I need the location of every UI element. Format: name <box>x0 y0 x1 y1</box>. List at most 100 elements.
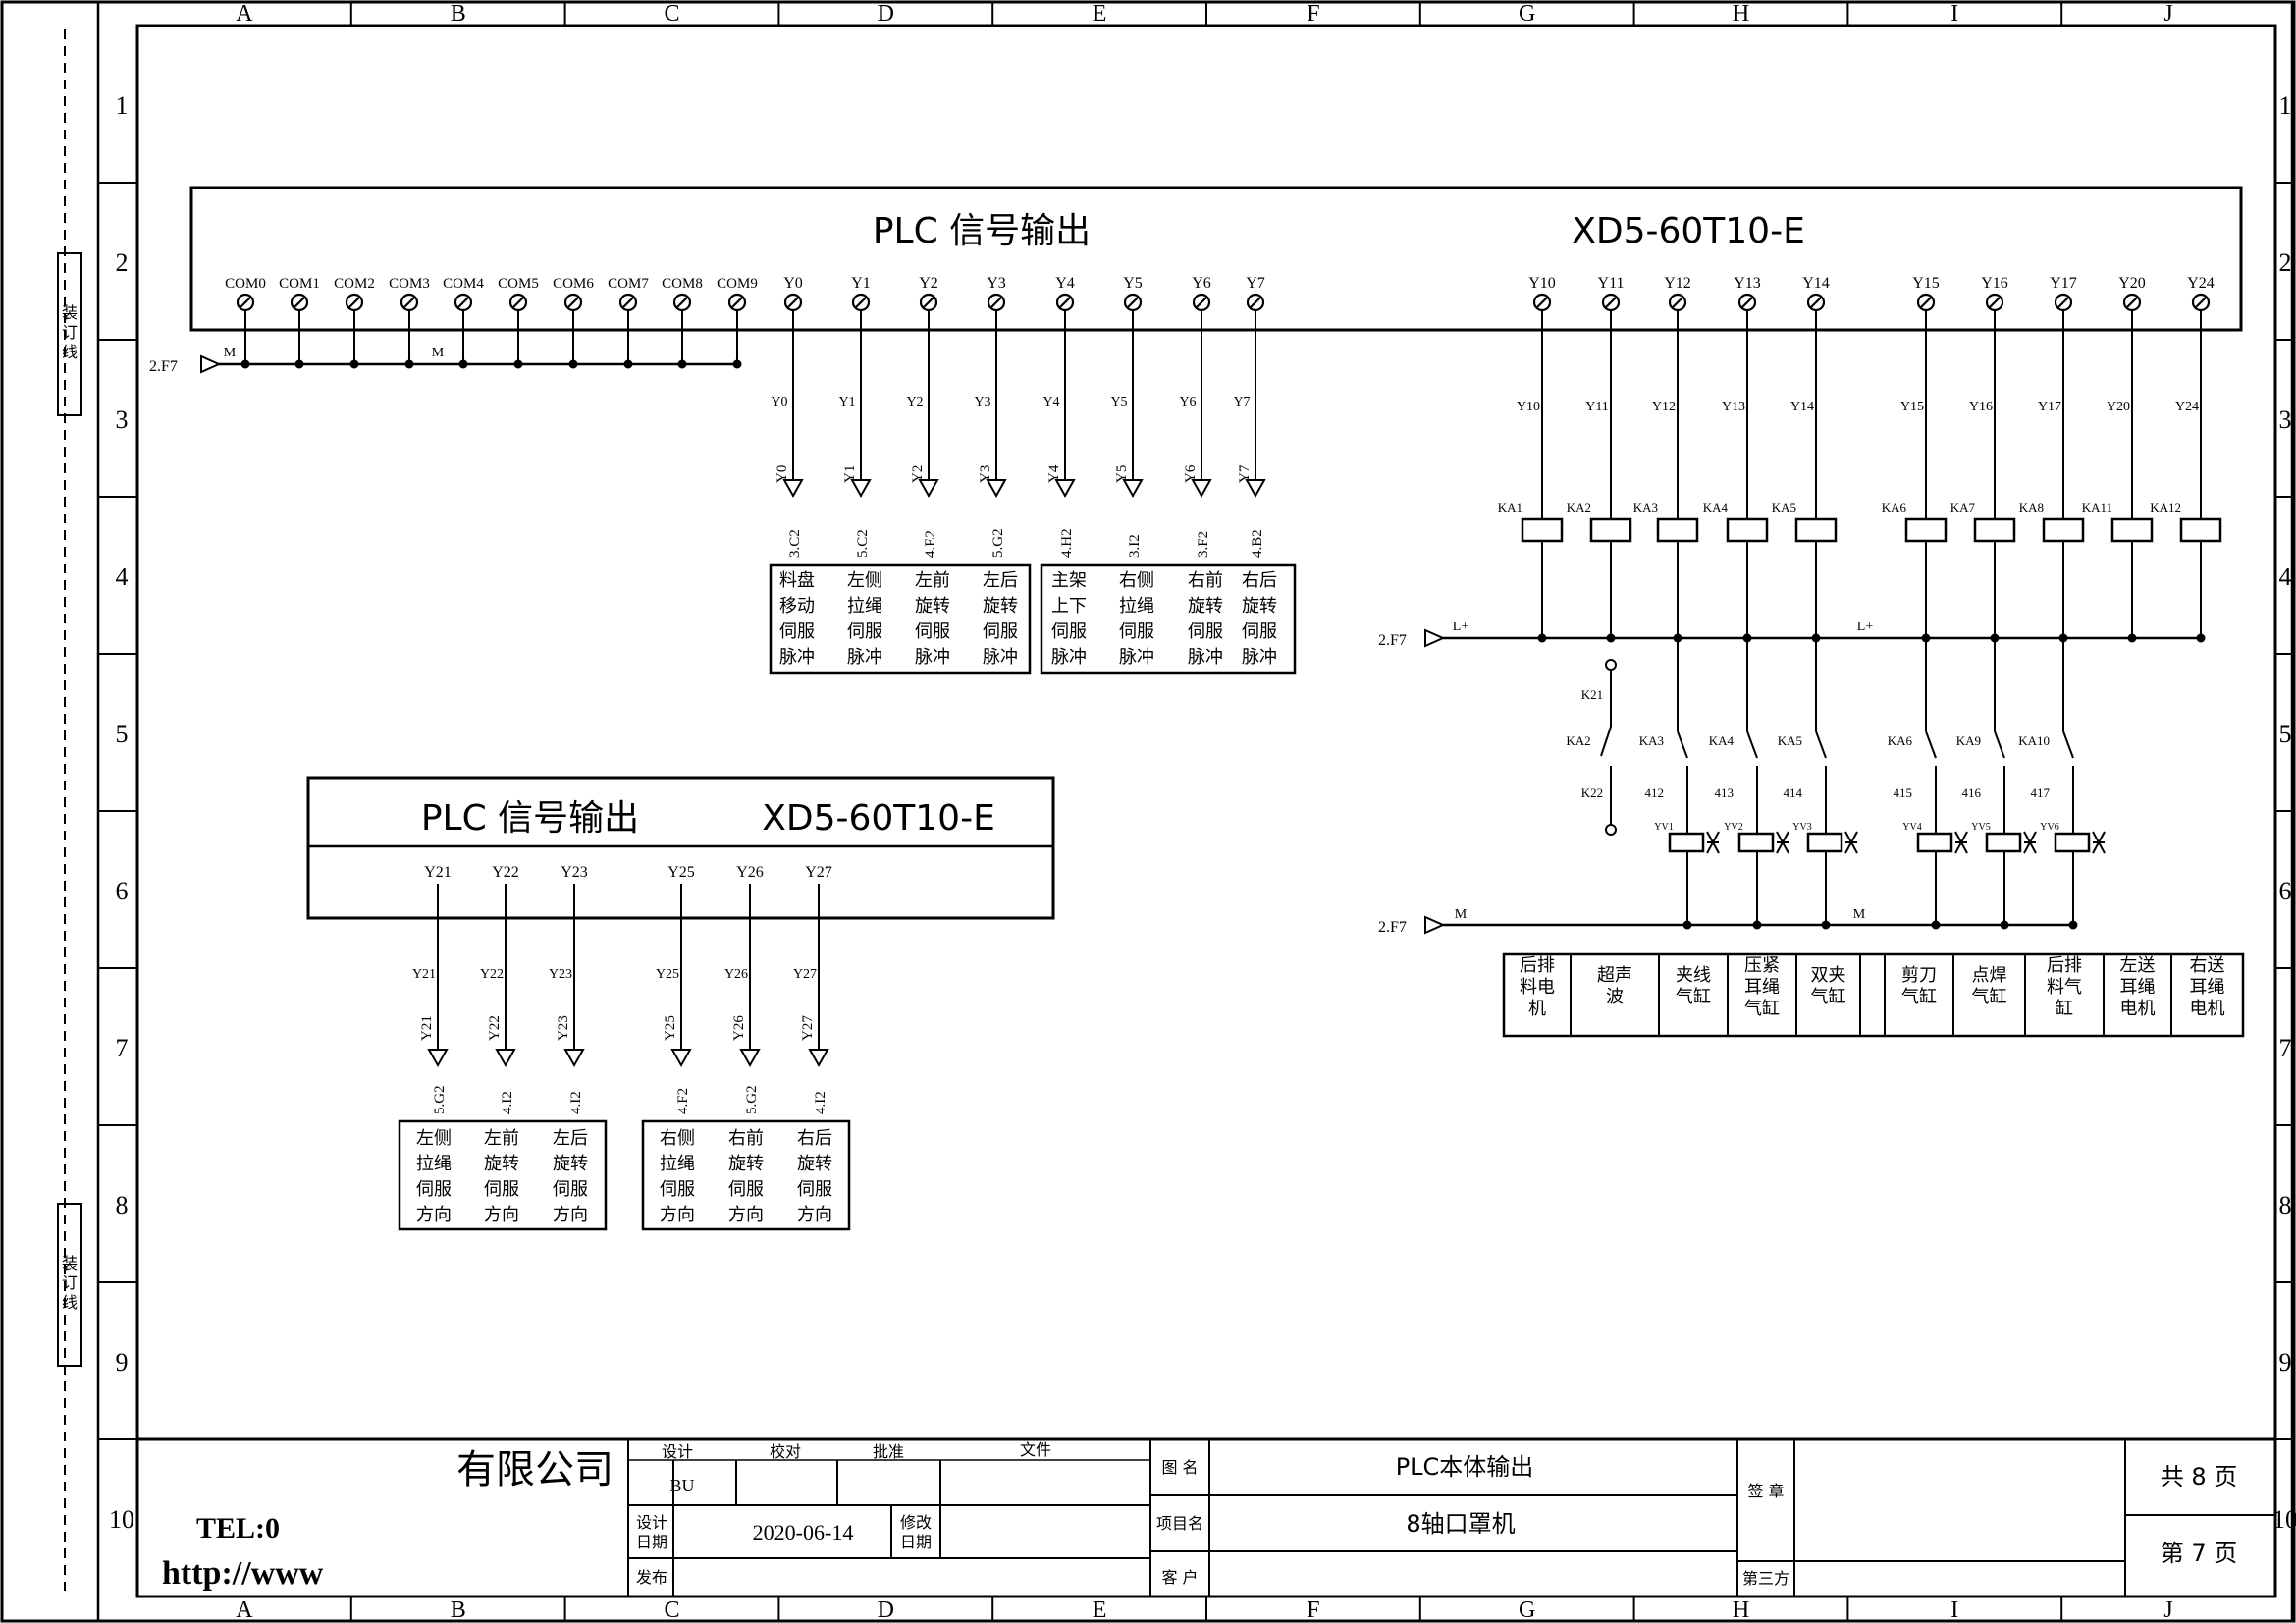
pulse-desc-text: 伺服 <box>1242 622 1277 642</box>
ka2-contact-label: KA2 <box>1566 733 1590 748</box>
terminal-slash <box>1810 297 1822 308</box>
dir-desc-box-2 <box>641 1119 851 1231</box>
project-value: 8轴口罩机 <box>1406 1510 1515 1538</box>
column-marker: H <box>1733 1597 1749 1623</box>
pulse-terminal-label: Y4 <box>1055 275 1075 292</box>
wire-number: Y2 <box>906 395 923 409</box>
wire-number: Y11 <box>1585 400 1609 414</box>
column-marker: I <box>1950 1 1958 27</box>
binding-box <box>57 1203 82 1367</box>
row-marker: 2 <box>2279 248 2292 277</box>
off-page-connector <box>1424 628 1446 648</box>
m-ref: 2.F7 <box>1378 919 1407 936</box>
valve-contact-label: KA6 <box>1888 733 1913 748</box>
valve-wire-label: 412 <box>1645 785 1665 800</box>
pulse-desc-text: 右前 <box>1188 570 1223 591</box>
column-marker: J <box>2163 1597 2172 1623</box>
row-marker: 3 <box>2279 406 2292 434</box>
wire-number: Y25 <box>656 967 679 982</box>
relay-terminal-label: Y15 <box>1912 275 1940 292</box>
check-label: 校对 <box>770 1442 801 1461</box>
design-date-value: 2020-06-14 <box>753 1520 854 1544</box>
column-marker: A <box>236 1597 253 1623</box>
terminal-slash <box>990 297 1002 308</box>
valve-label: YV5 <box>1971 822 1990 833</box>
company-url: http://www <box>162 1555 324 1592</box>
com-terminal-label: COM9 <box>717 276 758 292</box>
valve-label: YV3 <box>1792 822 1811 833</box>
contact-terminal <box>1605 824 1617 836</box>
dir-desc-text: 拉绳 <box>660 1154 695 1174</box>
valve-wire-label: 416 <box>1962 785 1982 800</box>
load-table-text: 耳绳 <box>2190 977 2225 998</box>
wire-number-vertical: Y4 <box>1046 464 1062 483</box>
column-marker: G <box>1519 1597 1535 1623</box>
wire-number-vertical: Y26 <box>731 1015 747 1041</box>
pulse-desc-text: 脉冲 <box>983 647 1018 668</box>
m-label: M <box>1853 907 1866 922</box>
column-marker: C <box>664 1 679 27</box>
relay-coil-label: KA3 <box>1633 500 1658 514</box>
dir-desc-text: 伺服 <box>660 1179 695 1200</box>
pulse-desc-text: 伺服 <box>847 622 882 642</box>
terminal-slash <box>622 297 634 308</box>
relay-coil-label: KA12 <box>2150 500 2181 514</box>
column-marker: E <box>1093 1597 1107 1623</box>
valve-symbol <box>1706 831 1720 854</box>
cross-reference: 4.E2 <box>923 530 938 558</box>
pulse-desc-box-1 <box>769 563 1032 675</box>
contact-terminal <box>1605 659 1617 671</box>
terminal-slash <box>1059 297 1071 308</box>
column-marker: F <box>1307 1597 1319 1623</box>
load-table-text: 波 <box>1606 987 1624 1007</box>
dir-desc-text: 方向 <box>797 1205 832 1225</box>
relay-terminal-label: Y14 <box>1802 275 1830 292</box>
pulse-desc-text: 左侧 <box>847 570 882 591</box>
relay-coil-label: KA1 <box>1498 500 1522 514</box>
pulse-desc-text: 脉冲 <box>915 647 950 668</box>
load-table <box>1502 952 2245 1038</box>
terminal-slash <box>1741 297 1753 308</box>
terminal-slash <box>2126 297 2138 308</box>
valve-contact-label: KA4 <box>1709 733 1735 748</box>
terminal-slash <box>1196 297 1207 308</box>
valve-label: YV6 <box>2040 822 2058 833</box>
pulse-terminal-label: Y7 <box>1246 275 1265 292</box>
relay-coil <box>1589 517 1632 543</box>
valve-label: YV1 <box>1654 822 1673 833</box>
file-label: 文件 <box>1020 1440 1051 1459</box>
column-marker: H <box>1733 1 1749 27</box>
pulse-desc-text: 脉冲 <box>1119 647 1154 668</box>
relay-coil <box>1973 517 2016 543</box>
row-marker: 10 <box>109 1505 134 1534</box>
binding-label-char: 装 <box>62 304 78 322</box>
dir-desc-text: 旋转 <box>797 1154 832 1174</box>
load-table-text: 压紧 <box>1744 955 1780 976</box>
dir-desc-text: 拉绳 <box>416 1154 452 1174</box>
wire-number: Y24 <box>2175 400 2199 414</box>
wire-number: Y26 <box>724 967 748 982</box>
relay-coil <box>1904 517 1948 543</box>
relay-terminal-label: Y17 <box>2050 275 2077 292</box>
ka2-top-label: K21 <box>1581 687 1603 702</box>
binding-label-char: 订 <box>62 1274 78 1292</box>
pulse-desc-text: 旋转 <box>983 596 1018 617</box>
pulse-desc-text: 移动 <box>779 596 815 617</box>
valve-contact-label: KA5 <box>1778 733 1802 748</box>
wire-number-vertical: Y5 <box>1114 465 1130 483</box>
pulse-terminal-label: Y0 <box>783 275 803 292</box>
relay-coil <box>2110 517 2154 543</box>
ka2-bottom-label: K22 <box>1581 785 1603 800</box>
column-marker: A <box>236 1 253 27</box>
com-terminal-label: COM8 <box>662 276 703 292</box>
column-marker: E <box>1093 1 1107 27</box>
arrow-down <box>495 1049 516 1068</box>
binding-label-char: 线 <box>62 344 78 361</box>
pulse-terminal-label: Y5 <box>1123 275 1143 292</box>
cross-reference: 5.G2 <box>744 1085 760 1114</box>
row-marker: 9 <box>2279 1348 2292 1377</box>
design-label: 设计 <box>662 1442 693 1461</box>
row-marker: 7 <box>116 1034 129 1062</box>
